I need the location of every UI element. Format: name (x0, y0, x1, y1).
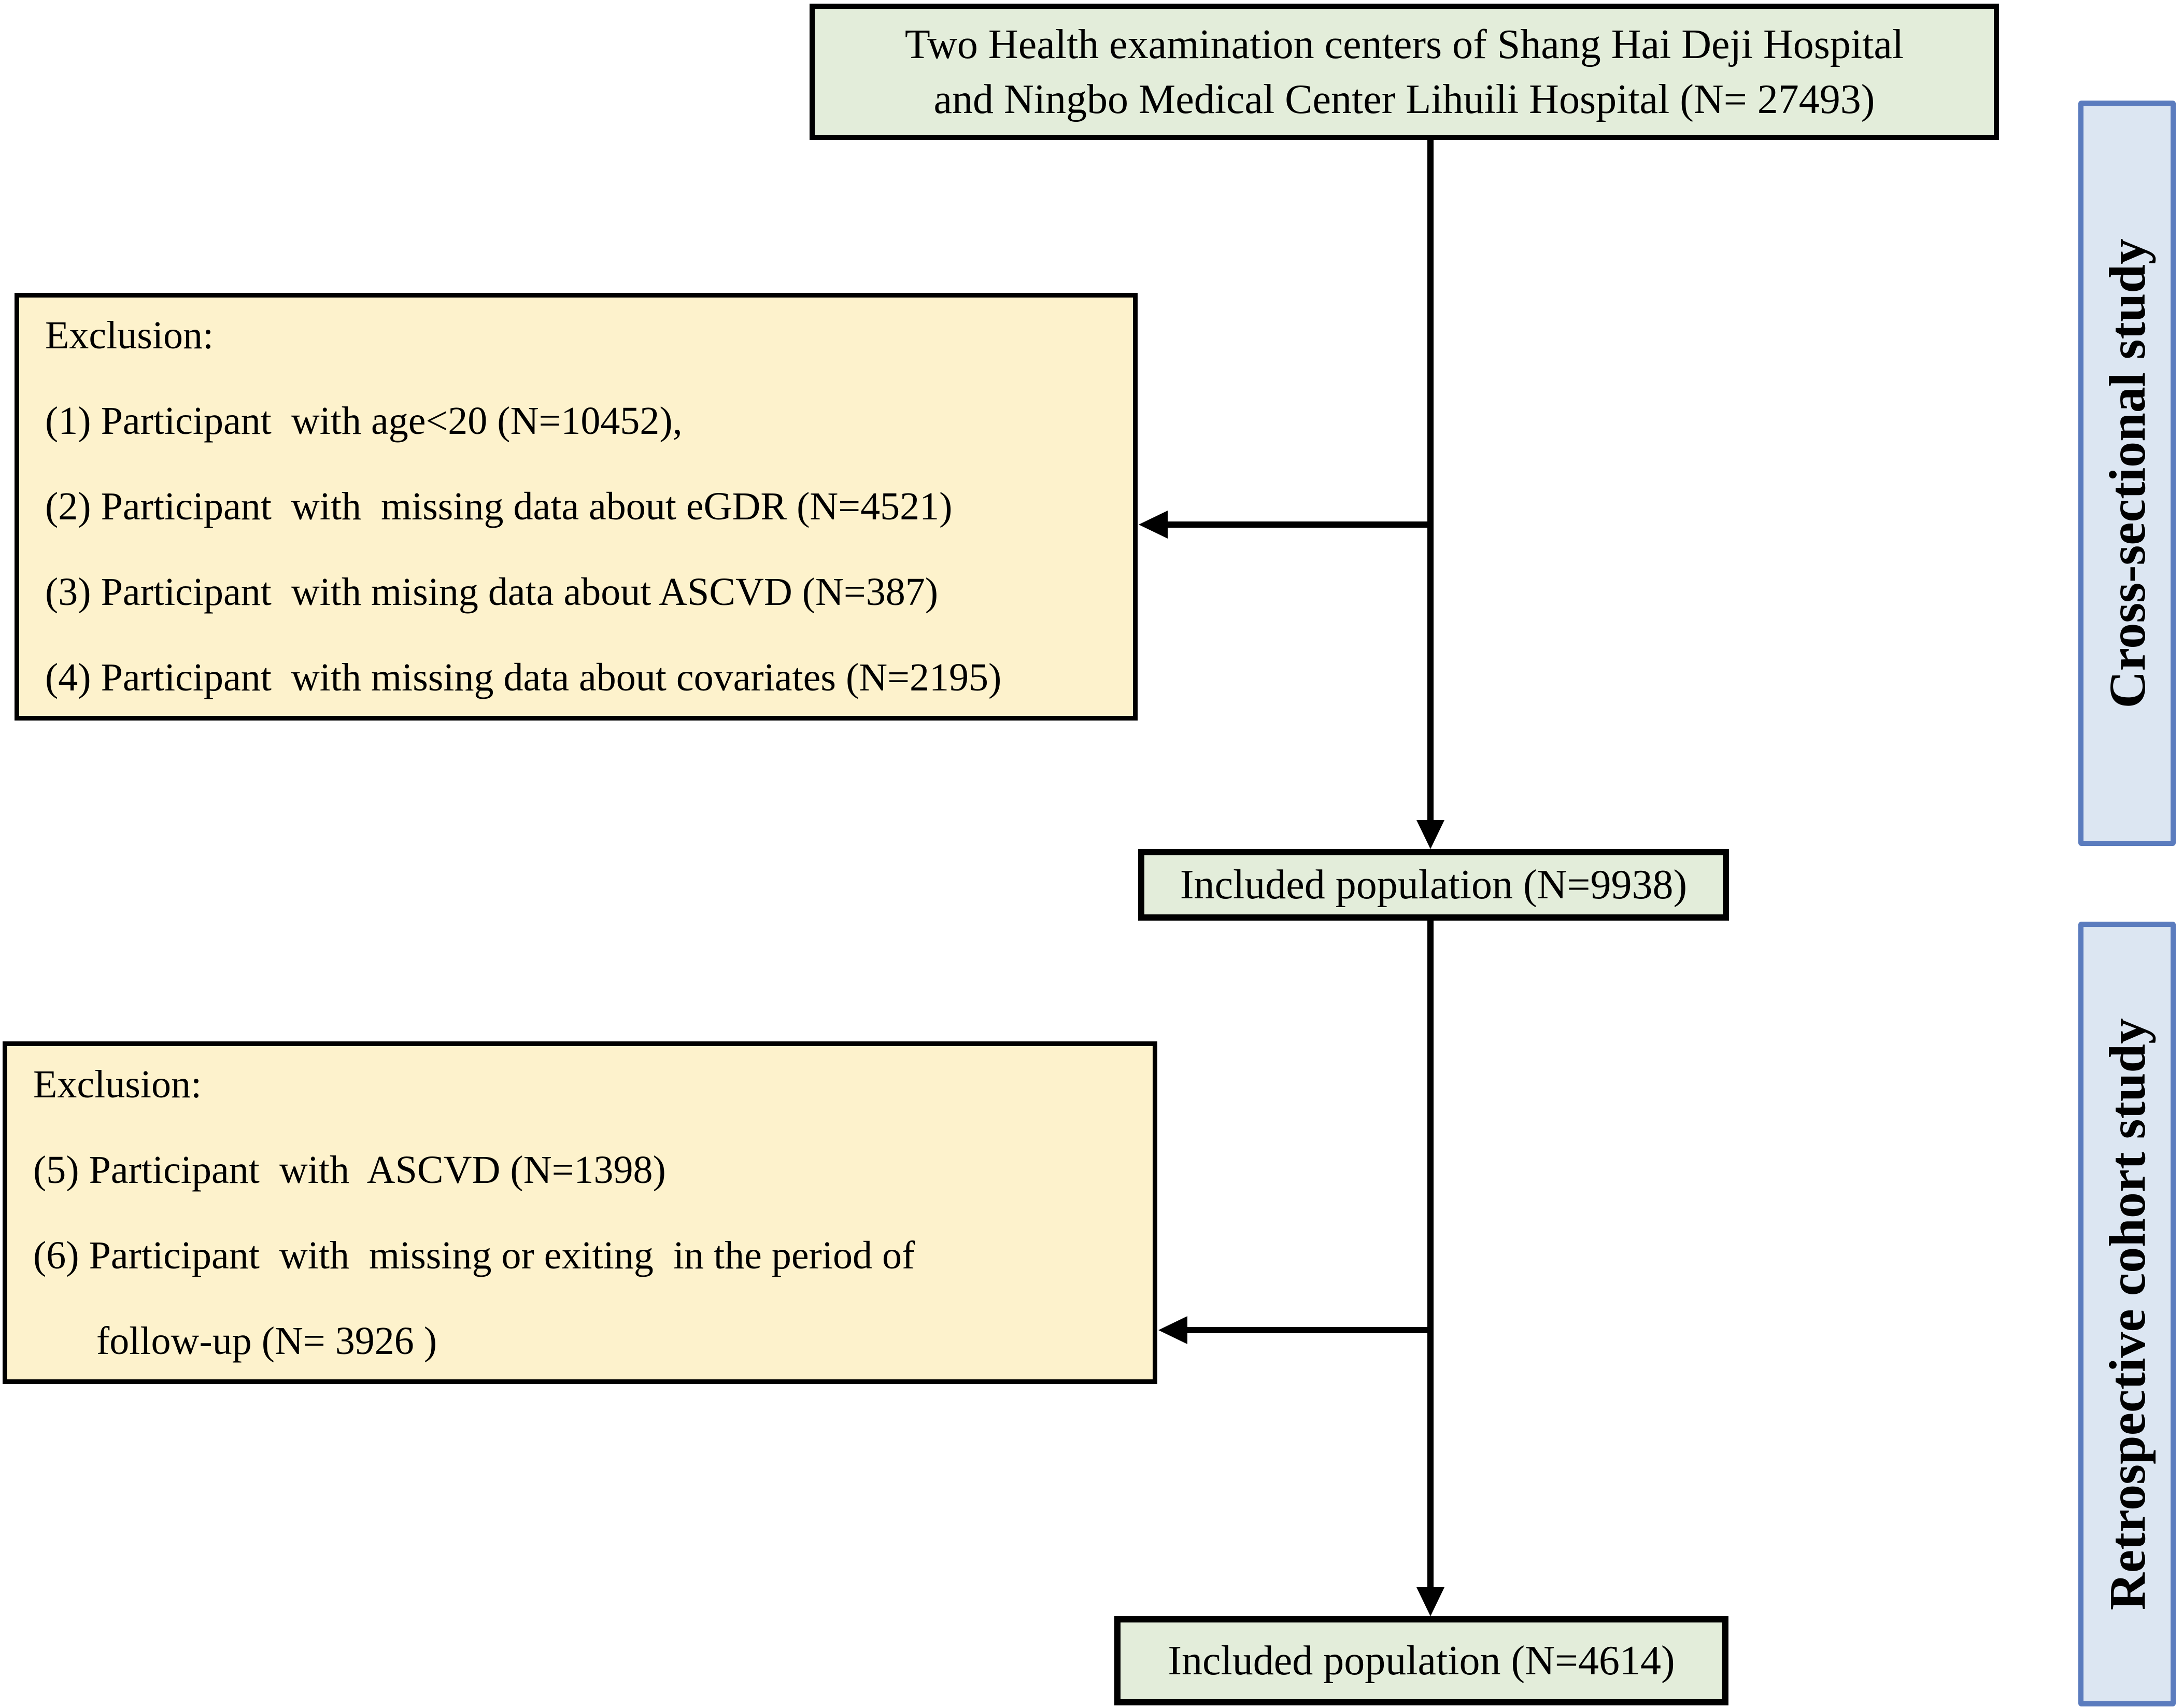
included-2-label: Included population (N=4614) (1168, 1638, 1675, 1684)
exclusion-2-item-6: (6) Participant with missing or exiting … (33, 1233, 915, 1277)
included-population-box-2: Included population (N=4614) (1114, 1616, 1728, 1705)
connector-horizontal-1 (1162, 521, 1434, 528)
included-population-box-1: Included population (N=9938) (1138, 849, 1729, 921)
connector-vertical-2 (1427, 920, 1434, 1589)
source-population-box: Two Health examination centers of Shang … (810, 4, 1999, 140)
arrowhead-down-2-icon (1416, 1587, 1444, 1616)
arrowhead-down-1-icon (1416, 820, 1444, 849)
connector-horizontal-2 (1184, 1327, 1434, 1333)
source-box-line-1: Two Health examination centers of Shang … (904, 21, 1904, 67)
arrowhead-left-1-icon (1139, 511, 1168, 539)
exclusion-1-item-1: (1) Participant with age<20 (N=10452), (45, 399, 683, 443)
exclusion-1-item-4: (4) Participant with missing data about … (45, 656, 1002, 699)
included-1-label: Included population (N=9938) (1180, 862, 1688, 908)
exclusion-1-item-3: (3) Participant with mising data about A… (45, 570, 939, 614)
source-box-line-2: and Ningbo Medical Center Lihuili Hospit… (933, 76, 1875, 122)
phase-label-retrospective-cohort: Retrospective cohort study (2078, 922, 2176, 1706)
exclusion-1-title: Exclusion: (45, 314, 214, 357)
exclusion-box-2: Exclusion: (5) Participant with ASCVD (N… (3, 1041, 1157, 1384)
exclusion-2-item-6-continued: follow-up (N= 3926 ) (96, 1319, 437, 1363)
exclusion-box-1: Exclusion: (1) Participant with age<20 (… (15, 293, 1138, 721)
exclusion-2-item-5: (5) Participant with ASCVD (N=1398) (33, 1148, 666, 1192)
phase-label-cross-sectional-text: Cross-sectional study (2098, 238, 2156, 709)
phase-label-cross-sectional: Cross-sectional study (2078, 101, 2176, 846)
arrowhead-left-2-icon (1158, 1316, 1187, 1344)
connector-vertical-1 (1427, 139, 1434, 822)
exclusion-1-item-2: (2) Participant with missing data about … (45, 485, 953, 528)
exclusion-2-title: Exclusion: (33, 1062, 202, 1106)
phase-label-retrospective-cohort-text: Retrospective cohort study (2098, 1018, 2156, 1611)
